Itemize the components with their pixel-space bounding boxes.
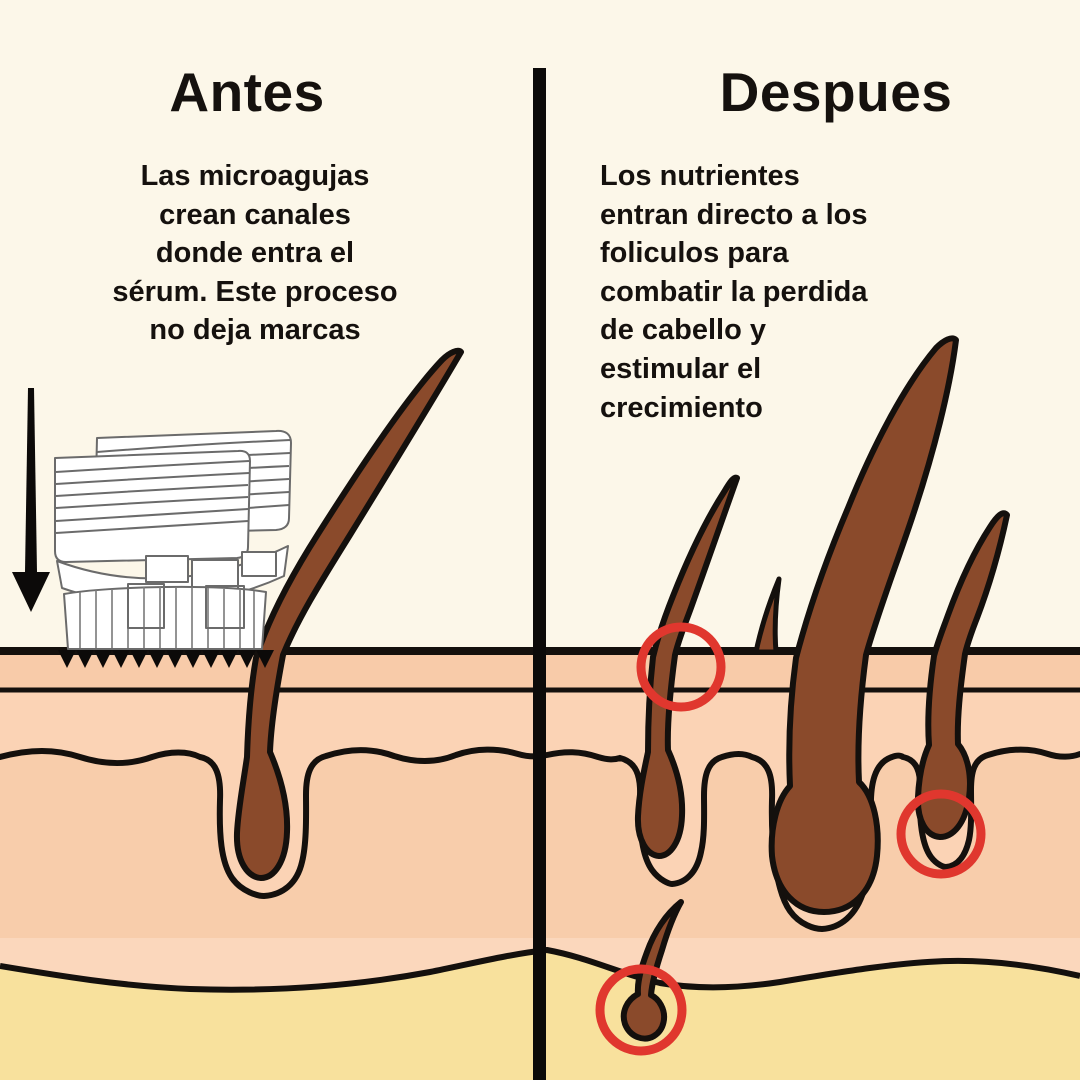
red-circle-highlight-new-growth	[595, 964, 687, 1056]
hair-strand-before	[233, 347, 464, 881]
hairs-after	[620, 335, 1010, 1042]
down-arrow-icon	[12, 388, 50, 612]
after-panel-title: Despues	[719, 61, 953, 123]
fat-layer-line	[0, 946, 1080, 993]
derma-stamp-icon	[54, 429, 292, 668]
red-circle-highlight-follicle	[896, 789, 986, 879]
before-panel-description: Las microagujas crean canales donde entr…	[112, 160, 398, 347]
after-panel-description: Los nutrientes entran directo a los foli…	[600, 160, 868, 424]
divider-line	[533, 68, 546, 1080]
red-circle-highlight-surface	[636, 622, 726, 712]
needles-icon	[58, 650, 274, 668]
highlight-circles	[595, 622, 986, 1056]
hair-sprout-small	[753, 576, 782, 655]
hair-strand-after-3	[914, 510, 1010, 840]
hair-before	[233, 347, 464, 881]
hair-strand-after-2	[768, 335, 959, 915]
hair-strand-after-1	[634, 474, 740, 859]
dermis-boundary-line	[0, 746, 1080, 933]
before-panel-title: Antes	[169, 61, 325, 123]
